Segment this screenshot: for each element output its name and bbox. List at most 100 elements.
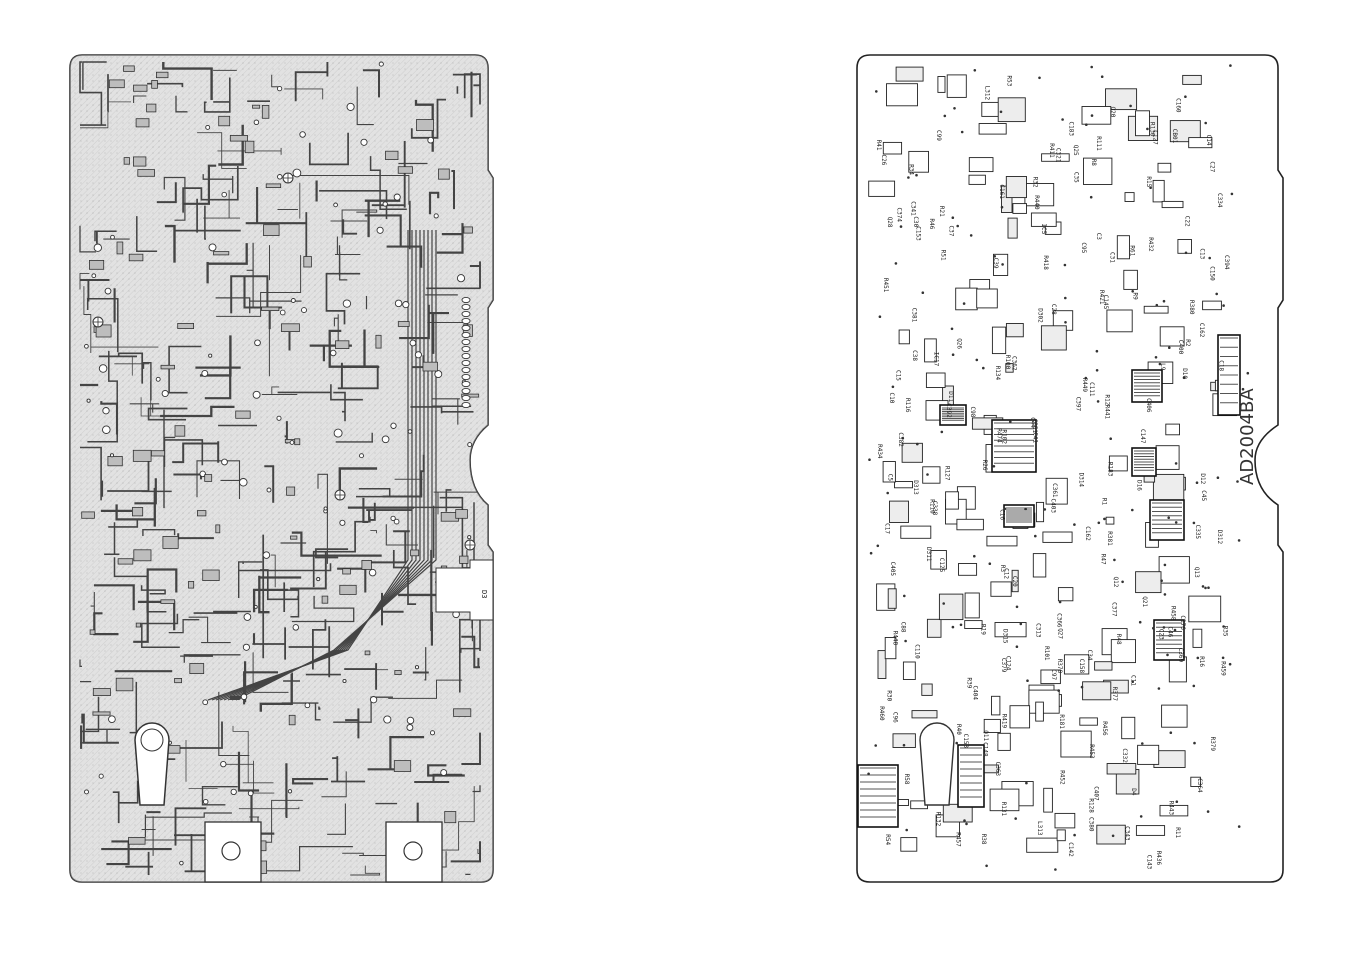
copper-pad bbox=[156, 377, 160, 381]
component-label: R11 bbox=[1174, 827, 1181, 838]
via-hole bbox=[1164, 564, 1167, 567]
copper-land bbox=[460, 556, 468, 563]
via-hole bbox=[1131, 509, 1134, 512]
via-hole bbox=[1204, 587, 1207, 590]
component-label: C361 bbox=[1051, 483, 1058, 498]
component-label: R34 bbox=[908, 164, 915, 175]
component-label: R432 bbox=[1147, 237, 1154, 252]
copper-pad bbox=[103, 408, 109, 414]
copper-land bbox=[287, 487, 295, 495]
copper-land bbox=[236, 411, 251, 418]
component-footprint bbox=[1162, 705, 1188, 727]
copper-pad bbox=[347, 103, 354, 110]
via-hole bbox=[1064, 264, 1067, 267]
copper-pad bbox=[99, 774, 103, 778]
component-label: R100 bbox=[1004, 355, 1011, 370]
copper-land bbox=[445, 812, 456, 823]
via-hole bbox=[1184, 95, 1187, 98]
component-footprint bbox=[901, 838, 917, 852]
copper-land bbox=[161, 600, 175, 604]
component-label: R40 bbox=[955, 724, 962, 735]
copper-land bbox=[129, 837, 146, 844]
component-footprint bbox=[1138, 745, 1159, 764]
copper-pad bbox=[430, 731, 434, 735]
component-label: C98 bbox=[969, 407, 976, 418]
copper-land bbox=[423, 362, 438, 371]
copper-land bbox=[454, 709, 471, 717]
component-footprint bbox=[947, 75, 966, 98]
via-hole bbox=[903, 744, 906, 747]
component-footprint bbox=[1082, 107, 1111, 125]
copper-land bbox=[253, 105, 260, 108]
via-hole bbox=[1101, 75, 1104, 78]
component-label: R134 bbox=[994, 366, 1001, 381]
component-label: R35 bbox=[1222, 626, 1229, 637]
copper-land bbox=[214, 252, 229, 255]
component-label: C37 bbox=[948, 226, 955, 237]
copper-pad bbox=[302, 308, 307, 313]
copper-land bbox=[203, 570, 220, 581]
component-label: C125 bbox=[938, 558, 945, 573]
copper-land bbox=[304, 257, 312, 268]
via-hole bbox=[868, 458, 871, 461]
copper-land bbox=[282, 324, 300, 332]
via-hole bbox=[1202, 585, 1205, 588]
component-label: R418 bbox=[1042, 255, 1049, 270]
component-footprint bbox=[1189, 596, 1221, 622]
copper-land bbox=[322, 596, 328, 603]
copper-pad bbox=[280, 310, 285, 315]
via-hole bbox=[922, 291, 925, 294]
via-hole bbox=[1140, 815, 1143, 818]
via-hole bbox=[1001, 206, 1004, 209]
component-label: R46 bbox=[928, 219, 935, 230]
component-label: C45 bbox=[1200, 490, 1207, 501]
component-label: C26 bbox=[880, 155, 887, 166]
via-hole bbox=[1090, 196, 1093, 199]
copper-land bbox=[289, 715, 295, 725]
via-hole bbox=[963, 819, 966, 822]
component-label: R39 bbox=[966, 678, 973, 689]
copper-land bbox=[93, 689, 110, 696]
component-label: L9 bbox=[1159, 363, 1166, 371]
via-hole bbox=[956, 225, 959, 228]
component-label: Q28 bbox=[886, 217, 893, 228]
copper-pad bbox=[468, 443, 472, 447]
copper-land bbox=[124, 158, 129, 165]
via-hole bbox=[941, 431, 944, 434]
via-hole bbox=[1085, 123, 1088, 126]
component-label: D11 bbox=[947, 391, 954, 402]
component-label: R116 bbox=[904, 398, 911, 413]
copper-land bbox=[216, 525, 220, 533]
copper-land bbox=[161, 365, 175, 369]
component-label: R16 bbox=[1198, 656, 1205, 667]
via-hole bbox=[874, 744, 877, 747]
via-hole bbox=[1231, 193, 1234, 196]
keyhole-slot bbox=[135, 723, 169, 805]
component-label: C376 bbox=[1179, 615, 1186, 630]
component-label: R443 bbox=[1168, 801, 1175, 816]
copper-pad bbox=[408, 430, 412, 434]
component-label: D10 bbox=[1181, 368, 1188, 379]
copper-land bbox=[90, 630, 95, 634]
copper-pad bbox=[241, 694, 247, 700]
copper-land bbox=[156, 72, 168, 78]
component-footprint bbox=[992, 696, 1000, 715]
component-footprint bbox=[965, 621, 982, 629]
component-footprint bbox=[1006, 324, 1023, 337]
component-label: C41 bbox=[1031, 432, 1038, 443]
component-footprint bbox=[888, 589, 896, 609]
component-label: C405 bbox=[889, 562, 896, 577]
via-hole bbox=[1155, 356, 1158, 359]
component-footprint bbox=[869, 181, 895, 196]
component-label: C15 bbox=[894, 370, 901, 381]
component-footprint bbox=[890, 501, 909, 522]
copper-land bbox=[138, 170, 155, 177]
copper-pad bbox=[369, 569, 376, 576]
component-footprint bbox=[895, 482, 913, 488]
via-hole bbox=[1229, 64, 1232, 67]
copper-pad bbox=[203, 700, 208, 705]
via-hole bbox=[1054, 868, 1057, 871]
copper-pad bbox=[263, 552, 270, 559]
component-label: C13 bbox=[1199, 248, 1206, 259]
via-hole bbox=[1016, 606, 1019, 609]
